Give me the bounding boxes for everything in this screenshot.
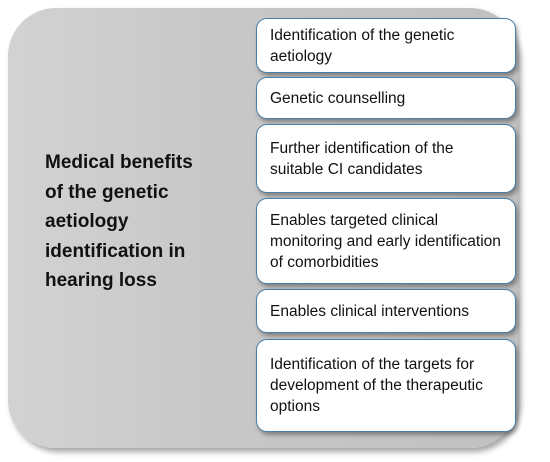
benefit-text: Further identification of the suitable C… (270, 139, 454, 178)
benefit-box-genetic-aetiology: Identification of the genetic aetiology (256, 18, 516, 73)
benefit-box-ci-candidates: Further identification of the suitable C… (256, 124, 516, 193)
topic-line: hearing loss (45, 270, 157, 291)
benefit-text: Identification of the targets for develo… (270, 356, 483, 415)
benefit-box-clinical-interventions: Enables clinical interventions (256, 289, 516, 333)
topic-line: of the genetic (45, 181, 169, 203)
benefit-box-therapeutic-targets: Identification of the targets for develo… (256, 339, 516, 432)
benefit-text: Genetic counselling (270, 89, 406, 107)
central-topic-label: Medical benefits of the genetic aetiolog… (45, 148, 245, 296)
benefit-text: Enables targeted clinical monitoring and… (270, 211, 501, 271)
benefit-text: Enables clinical interventions (270, 302, 470, 320)
topic-line: identification in (45, 240, 186, 262)
topic-line: Medical benefits (45, 152, 193, 173)
benefit-box-genetic-counselling: Genetic counselling (256, 77, 516, 119)
benefit-text: Identification of the genetic aetiology (270, 26, 455, 65)
benefit-box-clinical-monitoring: Enables targeted clinical monitoring and… (256, 198, 516, 284)
topic-line: aetiology (45, 211, 129, 232)
